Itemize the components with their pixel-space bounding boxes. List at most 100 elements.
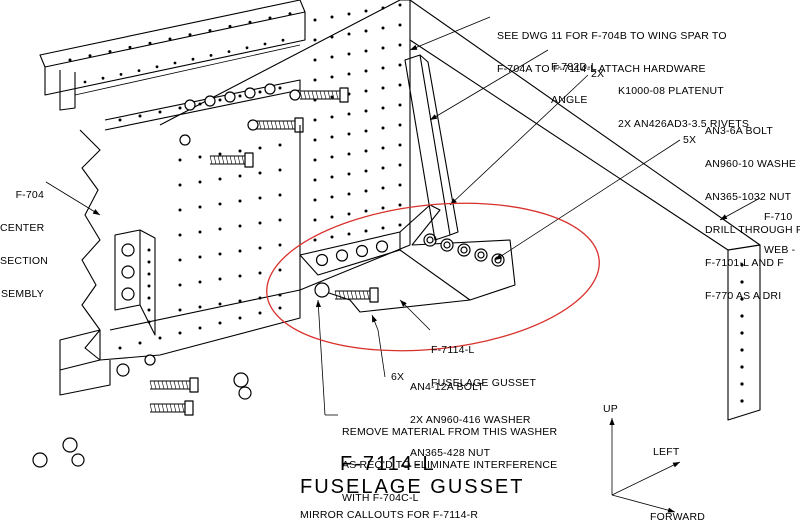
channel-rivet [147, 320, 151, 324]
web-rivet [347, 152, 351, 156]
spar-rivet [155, 65, 159, 69]
spar-lower-flange [104, 79, 301, 131]
mid-bolt-thread [290, 120, 294, 130]
callout-web-line2: WEB - [764, 244, 796, 256]
spar-rivet [281, 38, 285, 42]
an4-bolt-a-thread [169, 380, 173, 390]
callout-web: F-710 WEB - [764, 190, 795, 278]
callout-see-dwg-line1: SEE DWG 11 FOR F-704B TO WING SPAR TO [497, 30, 727, 42]
gusset-bolt-long-thread [350, 290, 354, 300]
web-rivet [381, 186, 385, 190]
gusset-bolt-long-thread [338, 290, 342, 300]
web-rivet [238, 274, 242, 278]
leader-center-head [92, 209, 100, 215]
web-rivet [398, 103, 402, 107]
web-rivet [313, 218, 317, 222]
lower-flange-rivet [238, 316, 242, 320]
upper-bolt-thread [307, 90, 311, 100]
lower-bolt-thread [225, 155, 229, 165]
an4-bolt-a-head [189, 377, 199, 393]
flange-rivet [178, 106, 182, 110]
web-rivet [238, 299, 242, 303]
an4-bolt-b-head [184, 400, 194, 416]
callout-an4-line3: AN365-428 NUT [410, 447, 491, 459]
web-rivet [364, 189, 368, 193]
leader-center-line [45, 181, 101, 216]
gusset-lower-edge [319, 289, 471, 313]
exploded-washer [244, 87, 256, 99]
web-rivet [278, 193, 282, 197]
mid-bolt-thread [282, 120, 286, 130]
spar-rivet [227, 50, 231, 53]
web-rivet [381, 146, 385, 150]
spar-rivet [68, 58, 72, 62]
channel-hole [121, 287, 135, 301]
lower-bolt-thread [217, 155, 221, 165]
upper-bolt-thread [331, 90, 335, 100]
nut-c [62, 437, 78, 453]
spar-rivet [173, 61, 177, 65]
channel-rivet [147, 308, 151, 312]
web-right-rivet [740, 314, 744, 318]
spar-rivet [108, 50, 112, 54]
upper-bolt-thread [323, 90, 327, 100]
web-rivet [313, 18, 317, 22]
web-rivet [313, 118, 317, 122]
an4-bolt-b-thread [169, 403, 173, 413]
web-rivet [178, 183, 182, 187]
gusset-bolt-core [426, 236, 434, 244]
an4-bolt-b-thread [181, 403, 185, 413]
lower-bolt-thread [213, 155, 217, 165]
web-rivet [364, 169, 368, 173]
web-rivet [198, 205, 202, 209]
nut-d [32, 452, 48, 468]
callout-an4-qty: 6X [391, 371, 405, 383]
gusset-bolt-core [443, 241, 451, 249]
flange-rivet [118, 118, 122, 122]
web-rivet [398, 83, 402, 87]
web-rivet [258, 296, 262, 300]
mid-bolt-thread [274, 120, 278, 130]
web-rivet [330, 135, 334, 139]
web-rivet [364, 49, 368, 53]
web-rivet [198, 305, 202, 309]
web-rivet [398, 123, 402, 127]
lower-bolt-thread [229, 155, 233, 165]
web-rivet [347, 12, 351, 16]
lower-spar-end-face [59, 360, 111, 396]
leader-angle-line [429, 49, 549, 121]
axis-left-arrow-head [672, 462, 680, 468]
web-rivet [178, 308, 182, 312]
an4-bolt-a-thread [181, 380, 185, 390]
spar-rivet [268, 16, 272, 20]
mid-bolt-thread [278, 120, 282, 130]
web-rivet [278, 218, 282, 222]
lower-flange-rivet [138, 341, 142, 345]
axis-forward-arrow-line [611, 494, 676, 513]
web-rivet [381, 206, 385, 210]
web-rivet [258, 146, 262, 150]
spar-rivet [119, 73, 123, 76]
web-rivet [347, 192, 351, 196]
lower-flange-rivet [178, 331, 182, 335]
exploded-washer [184, 99, 196, 111]
web-rivet [313, 158, 317, 162]
spar-rivet [209, 54, 213, 57]
web-rivet [381, 66, 385, 70]
web-right-plate [409, 0, 761, 421]
nut-e [71, 453, 85, 467]
callout-an4-line1: AN4-12A BOLT [410, 381, 484, 393]
callout-see-dwg: SEE DWG 11 FOR F-704B TO WING SPAR TO F-… [497, 9, 727, 97]
web-rivet [278, 268, 282, 272]
web-rivet [313, 198, 317, 202]
web-rivet [218, 302, 222, 306]
web-rivet [347, 112, 351, 116]
gusset-hole [335, 249, 349, 262]
callout-gusset: F-7114-L FUSELAGE GUSSET [431, 323, 536, 411]
web-rivet [381, 166, 385, 170]
web-rivet [330, 195, 334, 199]
an4-bolt-b-thread [149, 403, 153, 413]
web-rivet [218, 202, 222, 206]
web-rivet [278, 243, 282, 247]
